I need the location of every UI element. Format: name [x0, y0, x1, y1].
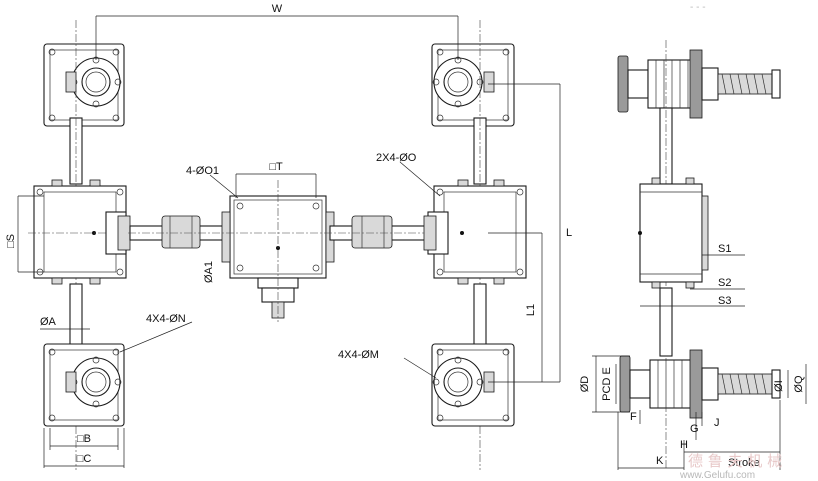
label-l: L: [566, 227, 572, 239]
label-c: □C: [77, 453, 92, 465]
label-k: K: [656, 455, 664, 467]
label-a1: ØA1: [203, 261, 215, 283]
dim-w: [95, 15, 459, 60]
left-coupling-shaft: [129, 215, 235, 249]
label-s: □S: [5, 234, 17, 248]
label-s2: S2: [718, 277, 731, 289]
label-n: 4X4-ØN: [146, 313, 186, 325]
label-m: 4X4-ØM: [338, 349, 379, 361]
label-b: □B: [77, 433, 91, 445]
dim-side-right: [592, 254, 807, 470]
label-f: F: [630, 411, 637, 423]
watermark-url: www.Gelufu.com: [679, 470, 755, 481]
side-view-bottom-jack: [619, 349, 781, 419]
label-i: ØI: [773, 380, 785, 392]
watermark-top-dashes: - - -: [690, 2, 706, 13]
label-s3: S3: [718, 295, 731, 307]
label-o: 2X4-ØO: [376, 152, 417, 164]
dim-l: [488, 83, 561, 383]
label-stroke: Stroke: [728, 457, 760, 469]
dim-t: [235, 173, 317, 198]
label-s1: S1: [718, 243, 731, 255]
label-t: □T: [269, 161, 283, 173]
label-d: ØD: [579, 376, 591, 393]
side-view-shaft-lower: [659, 287, 673, 357]
dim-l1: [488, 232, 543, 382]
center-t-gearbox: [221, 180, 335, 322]
side-view-top-jack: [617, 49, 781, 119]
label-q: ØQ: [793, 375, 805, 393]
dim-bc: [43, 428, 125, 468]
label-h: H: [680, 439, 688, 451]
left-top-jack-flange: [43, 43, 125, 127]
watermark-cjk: 德 鲁 夫 机 械: [688, 452, 782, 470]
label-o1: 4-ØO1: [186, 165, 219, 177]
label-l1: L1: [525, 304, 537, 316]
right-top-jack-flange: [431, 43, 515, 127]
left-bottom-jack-flange: [43, 343, 125, 427]
label-a: ØA: [40, 316, 57, 328]
label-g: G: [690, 423, 699, 435]
dim-s: [17, 195, 44, 273]
right-coupling-shaft: [128, 215, 450, 249]
side-view-gearbox: [638, 177, 709, 289]
label-j: J: [714, 417, 720, 429]
right-bottom-jack-flange: [431, 343, 515, 427]
left-gearbox: [28, 179, 140, 285]
label-pcd: PCD E: [601, 367, 613, 401]
label-w: W: [272, 3, 283, 15]
right-gearbox: [423, 179, 527, 285]
leader-lines: [119, 161, 441, 379]
